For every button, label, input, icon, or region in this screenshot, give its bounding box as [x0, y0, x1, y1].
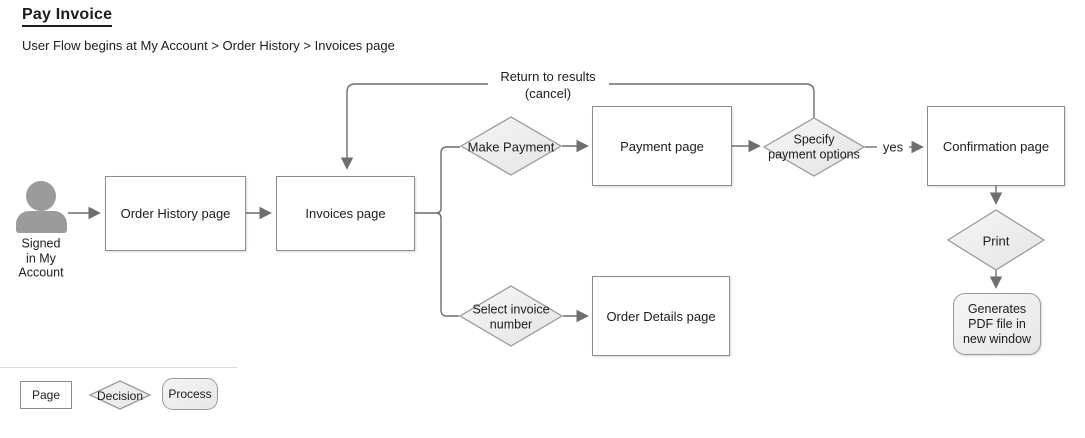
legend-decision-shape: [88, 380, 152, 410]
edge-label-yes: yes: [882, 139, 904, 155]
node-order-details-label: Order Details page: [606, 308, 716, 324]
decision-make-payment-label: Make Payment: [467, 139, 555, 155]
decision-specify-payment-options: [762, 117, 866, 177]
node-payment-label: Payment page: [620, 138, 704, 154]
edge-branch-to-make-payment: [435, 146, 460, 214]
edge-label-return-to-results: Return to results (cancel): [500, 69, 596, 101]
node-confirmation-page: Confirmation page: [927, 106, 1065, 186]
page-title: Pay Invoice: [22, 6, 113, 27]
legend-process-shape: Process: [162, 378, 218, 410]
edge-cancel-left-segment: [340, 83, 488, 170]
edge-branch-to-select-invoice: [435, 212, 459, 317]
start-node-label: Signed in My Account: [18, 236, 64, 280]
node-invoices-page: Invoices page: [276, 176, 415, 251]
person-icon-body: [16, 211, 67, 233]
edge-cancel-right-segment: [609, 83, 815, 118]
node-invoices-label: Invoices page: [305, 206, 386, 221]
legend-decision-label: Decision: [96, 388, 144, 403]
node-order-history-label: Order History page: [120, 206, 231, 221]
decision-select-invoice-label: Select invoice number: [472, 302, 550, 332]
node-order-history-page: Order History page: [105, 176, 246, 251]
decision-specify-options-label: Specify payment options: [768, 132, 860, 162]
person-icon: [16, 181, 67, 233]
decision-select-invoice-number: [458, 285, 564, 347]
node-generate-pdf-process: Generates PDF file in new window: [953, 293, 1041, 355]
legend-divider: [0, 367, 237, 368]
legend-page-shape: Page: [20, 381, 72, 409]
node-order-details-page: Order Details page: [592, 276, 730, 356]
subtitle: User Flow begins at My Account > Order H…: [22, 38, 395, 53]
legend-page-label: Page: [31, 388, 61, 402]
node-payment-page: Payment page: [592, 106, 732, 186]
node-generate-pdf-label: Generates PDF file in new window: [962, 301, 1032, 346]
legend-process-label: Process: [168, 387, 212, 401]
decision-make-payment: [459, 116, 563, 176]
decision-print: [946, 209, 1046, 271]
node-confirmation-label: Confirmation page: [942, 138, 1050, 154]
decision-print-label: Print: [982, 233, 1010, 249]
person-icon-head: [26, 181, 56, 211]
